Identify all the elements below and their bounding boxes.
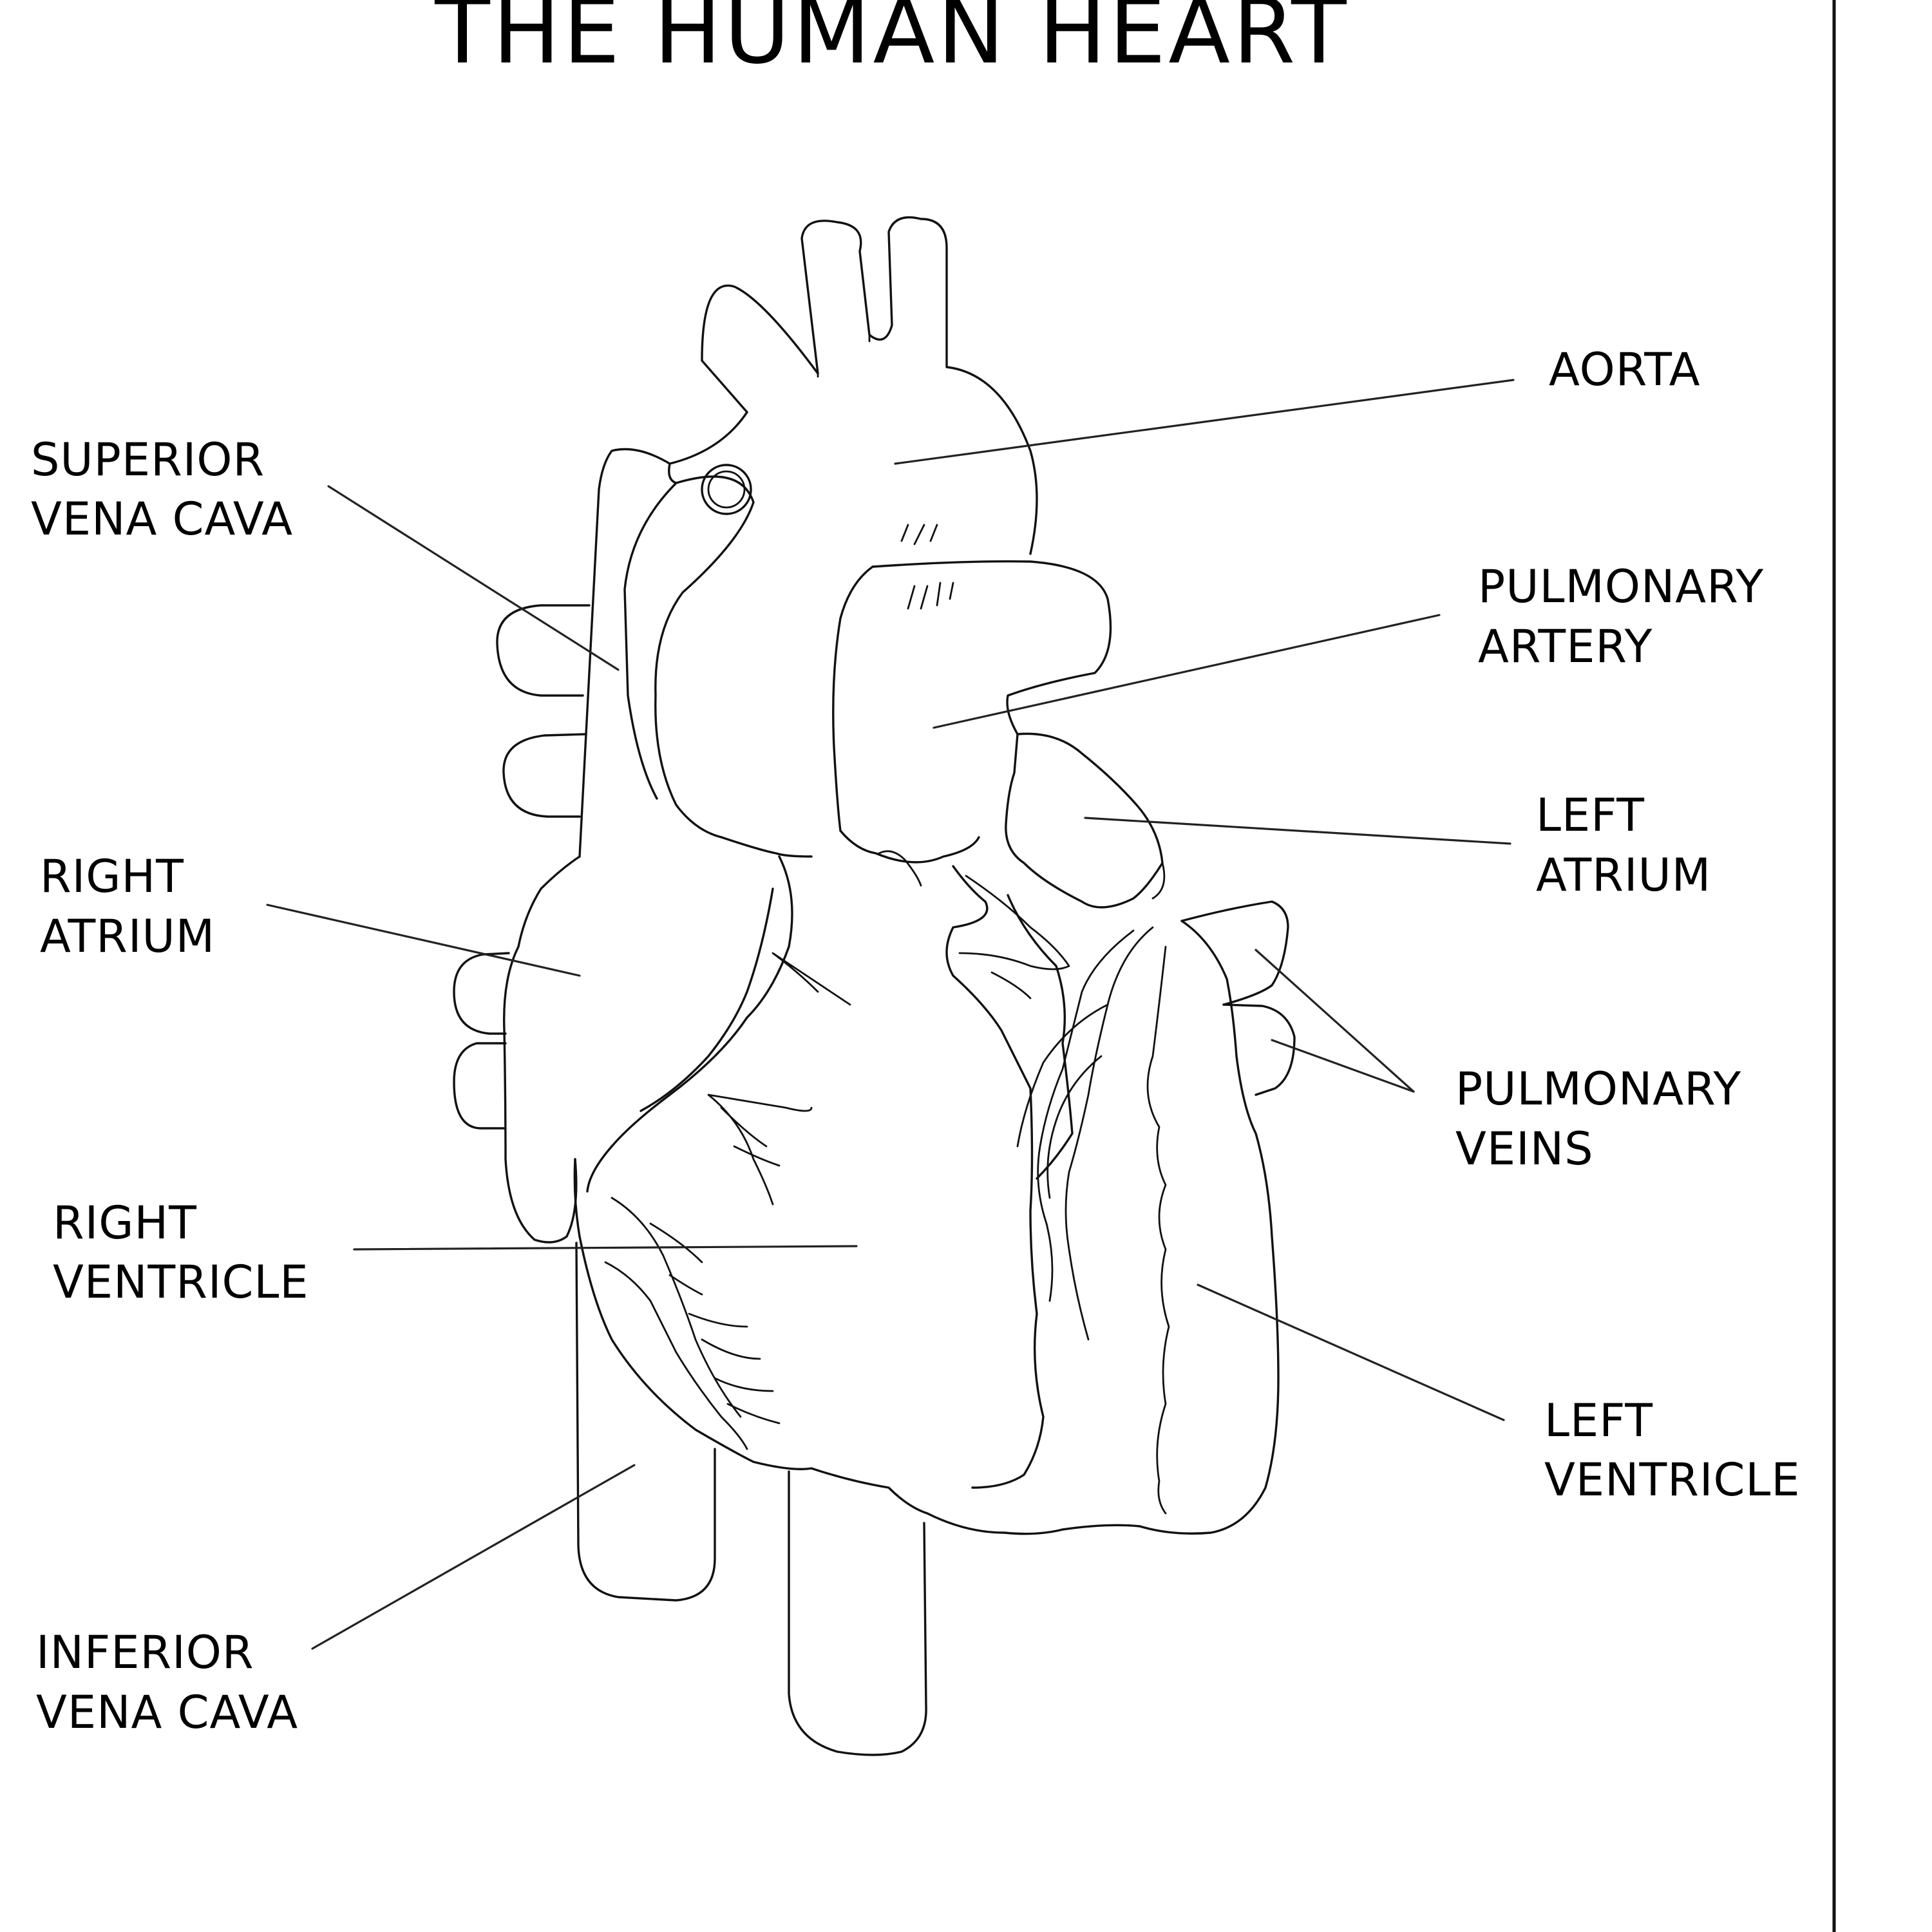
atrial-branches	[707, 952, 851, 1206]
interventricular-groove-right	[1007, 894, 1074, 1180]
right-ventricle-outline	[573, 1158, 1064, 1535]
label-right-ventricle: RIGHT VENTRICLE	[53, 1197, 309, 1309]
right-atrium-stub-upper	[453, 952, 510, 1035]
label-right-atrium-line1: RIGHT	[40, 850, 184, 903]
leader-right-ventricle	[353, 1245, 858, 1251]
diagonal-branch-1	[1016, 1003, 1109, 1148]
label-pulmonary-artery-line1: PULMONARY	[1478, 560, 1764, 613]
left-pulmonary-vein-upper	[1180, 900, 1289, 1006]
superior-vena-cava-outline	[578, 448, 671, 858]
label-inferior-vena-cava: INFERIOR VENA CAVA	[36, 1626, 298, 1739]
inferior-vena-cava-outline	[575, 1242, 716, 1602]
label-superior-vena-cava-line2: VENA CAVA	[31, 493, 293, 545]
label-inferior-vena-cava-line1: INFERIOR	[36, 1626, 254, 1679]
left-ventricle-outline	[1061, 920, 1280, 1535]
pulmonary-trunk-left	[832, 565, 980, 864]
pulmonary-trunk-curve	[878, 850, 922, 887]
label-superior-vena-cava-line1: SUPERIOR	[31, 433, 265, 486]
label-aorta-line1: AORTA	[1549, 343, 1701, 396]
ligament-ring-inner	[707, 470, 746, 509]
right-atrium-stub-lower	[453, 1042, 507, 1130]
right-atrium-outline	[502, 855, 581, 1244]
right-pulmonary-vein-upper	[496, 604, 591, 697]
label-left-ventricle-line1: LEFT	[1544, 1394, 1653, 1447]
leader-pulmonary-veins-upper	[1255, 949, 1415, 1093]
label-aorta: AORTA	[1549, 343, 1701, 396]
leader-inferior-vena-cava	[311, 1464, 636, 1650]
interventricular-groove	[945, 865, 1045, 1489]
leader-pulmonary-artery	[933, 614, 1441, 729]
label-superior-vena-cava: SUPERIOR VENA CAVA	[31, 433, 293, 545]
labels: SUPERIOR VENA CAVA AORTA PULMONARY ARTER…	[31, 343, 1801, 1739]
aorta-outline	[701, 216, 1038, 555]
rca-branch-1	[649, 1222, 781, 1425]
ascending-aorta-left	[654, 411, 755, 838]
label-left-atrium-line1: LEFT	[1536, 789, 1645, 842]
rca-branch-2	[604, 1261, 748, 1450]
coronary-groove-inner	[639, 887, 774, 1112]
label-right-atrium: RIGHT ATRIUM	[40, 850, 215, 963]
left-atrium-notch	[1151, 862, 1166, 900]
right-coronary-artery	[611, 1197, 742, 1418]
label-pulmonary-artery: PULMONARY ARTERY	[1478, 560, 1779, 673]
diagonal-branch-2	[1046, 1055, 1103, 1199]
aorta-hatch-marks	[900, 524, 954, 610]
left-pulmonary-vein-lower	[1222, 1003, 1296, 1096]
pulmonary-trunk-lower	[720, 836, 813, 858]
right-pulmonary-vein-lower	[502, 733, 587, 818]
leader-aorta	[894, 379, 1515, 465]
svc-inner-wall	[623, 482, 677, 800]
pulmonary-artery-outline	[871, 560, 1112, 735]
leader-left-ventricle	[1197, 1283, 1505, 1421]
label-pulmonary-veins: PULMONARY VEINS	[1455, 1063, 1756, 1175]
label-pulmonary-veins-line1: PULMONARY	[1455, 1063, 1741, 1115]
label-inferior-vena-cava-line2: VENA CAVA	[36, 1686, 298, 1739]
label-left-atrium-line2: ATRIUM	[1536, 849, 1711, 902]
leader-pulmonary-veins-lower	[1271, 1039, 1415, 1093]
label-right-ventricle-line2: VENTRICLE	[53, 1256, 309, 1309]
leader-superior-vena-cava	[327, 485, 620, 671]
descending-aorta-outline	[788, 1470, 927, 1756]
leader-left-atrium	[1084, 817, 1511, 845]
ligament-ring	[701, 464, 752, 515]
leader-lines	[266, 379, 1515, 1650]
label-pulmonary-veins-line2: VEINS	[1455, 1122, 1594, 1175]
left-ventricle-fat-border	[1146, 945, 1170, 1515]
label-left-ventricle: LEFT VENTRICLE	[1544, 1394, 1801, 1506]
left-atrium-outline	[1005, 732, 1164, 909]
label-left-ventricle-line2: VENTRICLE	[1544, 1454, 1801, 1506]
aorta-branch-divide	[817, 334, 871, 378]
label-right-ventricle-line1: RIGHT	[53, 1197, 197, 1249]
left-anterior-descending-artery	[1065, 926, 1154, 1341]
label-right-atrium-line2: ATRIUM	[40, 910, 215, 963]
left-atrial-branches	[958, 875, 1070, 999]
diagram-title: THE HUMAN HEART	[434, 0, 1349, 84]
coronary-groove	[586, 855, 793, 1193]
circumflex-artery	[1037, 929, 1135, 1302]
label-pulmonary-artery-line2: ARTERY	[1478, 620, 1653, 673]
label-left-atrium: LEFT ATRIUM	[1536, 789, 1711, 902]
leader-right-atrium	[266, 904, 581, 977]
heart-illustration	[453, 216, 1296, 1756]
